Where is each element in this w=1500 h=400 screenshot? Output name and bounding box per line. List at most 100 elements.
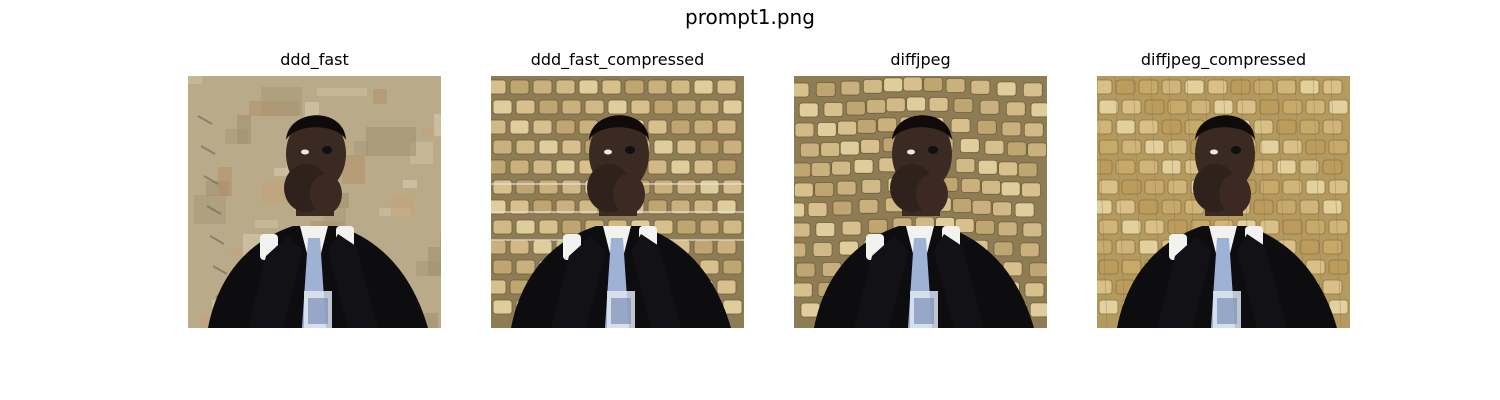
stadium-seat bbox=[883, 77, 904, 93]
stadium-seat bbox=[630, 99, 651, 115]
stadium-seat bbox=[1097, 279, 1113, 295]
stadium-seat bbox=[960, 178, 981, 193]
stadium-seat bbox=[1019, 242, 1040, 258]
stadium-seat bbox=[1098, 259, 1119, 275]
stadium-seat bbox=[823, 102, 844, 117]
stadium-seat bbox=[722, 139, 743, 155]
stadium-seat bbox=[1299, 79, 1320, 95]
stadium-seat bbox=[798, 102, 819, 118]
stadium-seat bbox=[722, 219, 743, 235]
wall-texture-patch bbox=[342, 155, 365, 184]
stadium-seat bbox=[1097, 159, 1113, 175]
stadium-seat bbox=[1253, 159, 1274, 175]
hair bbox=[892, 115, 952, 140]
panel-image bbox=[1097, 76, 1350, 328]
stadium-seat bbox=[979, 99, 1000, 115]
stadium-seat bbox=[1322, 159, 1343, 175]
stadium-seat bbox=[794, 202, 806, 218]
stadium-seat bbox=[1305, 219, 1326, 235]
stadium-seat bbox=[1121, 99, 1142, 115]
stadium-seat bbox=[996, 81, 1017, 97]
stadium-seat bbox=[815, 82, 836, 97]
eye bbox=[322, 146, 332, 154]
stadium-seat bbox=[794, 222, 811, 238]
stadium-seat bbox=[555, 159, 576, 175]
stadium-seat bbox=[794, 82, 810, 98]
panel-title: diffjpeg_compressed bbox=[1140, 50, 1307, 69]
stadium-seat bbox=[693, 239, 714, 255]
stadium-seat bbox=[845, 100, 866, 116]
eye bbox=[625, 146, 635, 154]
wall-glyph bbox=[200, 145, 216, 155]
stadium-seat bbox=[1328, 299, 1349, 315]
stadium-seat bbox=[1138, 119, 1159, 135]
stadium-seat bbox=[647, 199, 668, 215]
stadium-seat bbox=[814, 182, 835, 197]
stadium-seat bbox=[984, 139, 1005, 155]
stadium-seat bbox=[1259, 179, 1280, 195]
hands bbox=[613, 174, 645, 214]
stadium-seat bbox=[1322, 199, 1343, 215]
panel-image bbox=[491, 76, 744, 328]
suit-sleeve bbox=[854, 236, 909, 328]
stadium-seat bbox=[1097, 119, 1113, 135]
stadium-seat bbox=[923, 76, 944, 92]
stadium-seat bbox=[509, 79, 530, 95]
stadium-seat bbox=[1138, 199, 1159, 215]
wall-texture-patch bbox=[354, 141, 368, 156]
panel-image bbox=[794, 76, 1047, 328]
stadium-seat bbox=[1098, 179, 1119, 195]
stadium-seat bbox=[1230, 79, 1251, 95]
stadium-seat bbox=[976, 119, 997, 135]
stadium-seat bbox=[1144, 99, 1165, 115]
stadium-seat bbox=[670, 199, 691, 215]
stadium-seat bbox=[1328, 179, 1349, 195]
stadium-seat bbox=[515, 179, 536, 195]
stadium-seat bbox=[906, 96, 927, 112]
panel-image bbox=[188, 76, 441, 328]
stadium-seat bbox=[515, 99, 536, 115]
stadium-seat bbox=[561, 179, 582, 195]
stadium-seat bbox=[1213, 99, 1234, 115]
stadium-seat bbox=[841, 220, 862, 236]
texture-line bbox=[1114, 76, 1126, 328]
stadium-seat bbox=[1138, 159, 1159, 175]
stadium-seat bbox=[676, 99, 697, 115]
stadium-seat bbox=[491, 199, 507, 215]
stadium-seat bbox=[1144, 179, 1165, 195]
stadium-seat bbox=[993, 241, 1014, 257]
stadium-seat bbox=[509, 119, 530, 135]
stadium-seat bbox=[1138, 239, 1159, 255]
stadium-seat bbox=[971, 199, 992, 215]
wall-texture-patch bbox=[274, 168, 297, 176]
figure-title: prompt1.png bbox=[685, 5, 815, 29]
stadium-seat bbox=[1276, 199, 1297, 215]
stadium-seat bbox=[509, 159, 530, 175]
stadium-seat bbox=[839, 140, 860, 156]
stadium-seat bbox=[699, 179, 720, 195]
stadium-seat bbox=[1027, 142, 1047, 158]
stadium-seat bbox=[1299, 119, 1320, 135]
hands bbox=[916, 174, 948, 214]
stadium-seat bbox=[862, 78, 883, 94]
stadium-seat bbox=[532, 79, 553, 95]
stadium-seat bbox=[1001, 121, 1022, 137]
stadium-seat bbox=[794, 162, 812, 178]
stadium-seat bbox=[1167, 179, 1188, 195]
stadium-seat bbox=[1115, 199, 1136, 215]
stadium-seat bbox=[1161, 199, 1182, 215]
stadium-seat bbox=[555, 119, 576, 135]
stadium-seat bbox=[491, 119, 507, 135]
stadium-seat bbox=[1322, 119, 1343, 135]
stadium-seat bbox=[1115, 79, 1136, 95]
stadium-seat bbox=[601, 79, 622, 95]
stadium-seat bbox=[812, 242, 833, 257]
stadium-seat bbox=[1000, 181, 1021, 197]
wall-glyph bbox=[197, 115, 213, 125]
stadium-seat bbox=[509, 199, 530, 215]
stadium-seat bbox=[945, 78, 966, 93]
wall-texture-patch bbox=[261, 87, 302, 116]
stadium-seat bbox=[699, 219, 720, 235]
stadium-seat bbox=[1167, 99, 1188, 115]
stadium-seat bbox=[794, 242, 807, 258]
